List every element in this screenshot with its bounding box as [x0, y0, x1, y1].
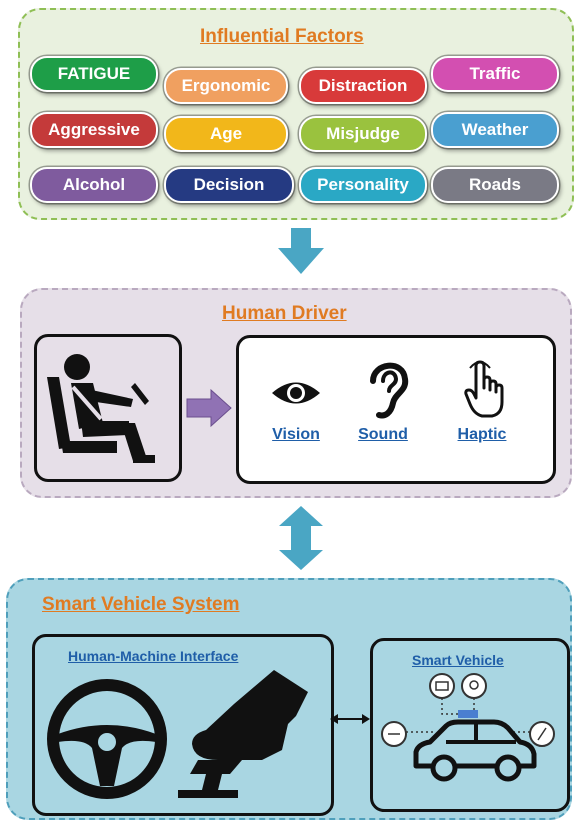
eye-icon	[272, 382, 320, 404]
right-arrow-icon	[186, 388, 232, 428]
factor-pill: Decision	[164, 167, 294, 203]
factor-pill: Roads	[431, 167, 559, 203]
human-driver-title: Human Driver	[222, 303, 347, 324]
hmi-title: Human-Machine Interface	[68, 648, 239, 664]
factor-pill: FATIGUE	[30, 56, 158, 92]
smart-vehicle-system-title: Smart Vehicle System	[42, 594, 240, 615]
senses-box	[236, 335, 556, 484]
driver-seat-box	[34, 334, 182, 482]
factor-pill: Alcohol	[30, 167, 158, 203]
pedal-foot-icon	[178, 670, 308, 798]
haptic-label: Haptic	[457, 426, 507, 443]
touch-hand-icon	[464, 360, 504, 418]
factor-pill: Ergonomic	[164, 68, 288, 104]
connected-car-icon	[381, 673, 555, 782]
factor-pill: Personality	[299, 167, 427, 203]
sound-label: Sound	[358, 426, 408, 443]
horizontal-bidirectional-arrow-icon	[330, 714, 370, 724]
factor-pill: Weather	[431, 112, 559, 148]
factor-pill: Misjudge	[299, 116, 427, 152]
factor-pill: Aggressive	[30, 112, 158, 148]
factor-pill: Age	[164, 116, 288, 152]
factor-pill: Distraction	[299, 68, 427, 104]
ear-icon	[370, 362, 409, 419]
seated-driver-icon	[47, 354, 155, 463]
steering-wheel-icon	[47, 679, 167, 799]
down-arrow-icon	[278, 228, 324, 274]
vision-label: Vision	[272, 426, 320, 443]
smart-vehicle-title: Smart Vehicle	[412, 652, 504, 668]
bidirectional-arrow-icon	[279, 506, 323, 570]
factor-pill: Traffic	[431, 56, 559, 92]
influential-factors-title: Influential Factors	[200, 26, 364, 47]
